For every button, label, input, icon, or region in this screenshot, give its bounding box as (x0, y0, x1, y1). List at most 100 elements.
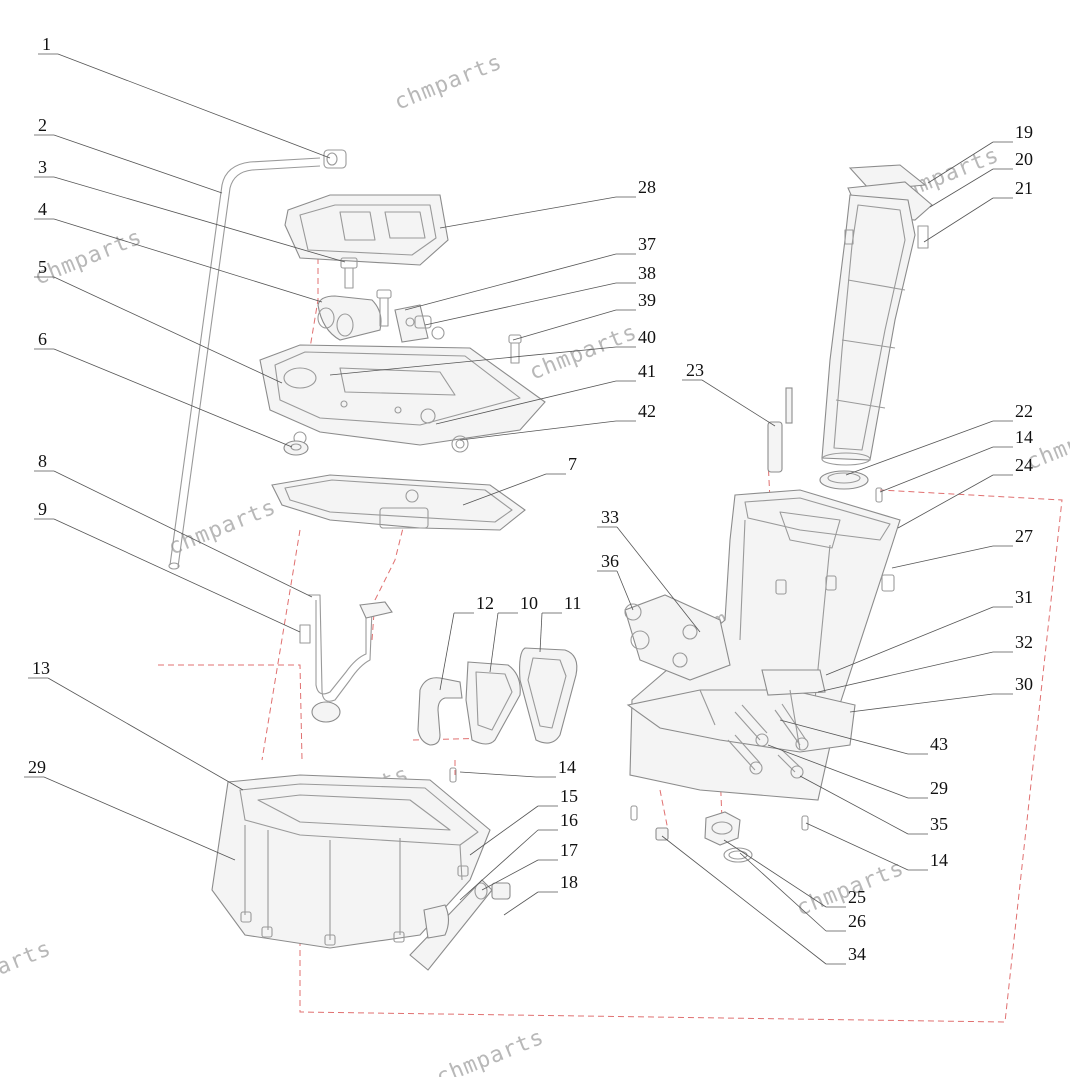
callout-number: 10 (520, 593, 538, 613)
callout-number: 31 (1015, 587, 1033, 607)
part-exhaust-tube (821, 194, 916, 466)
callout-leader-line (57, 53, 331, 159)
callout-leader-line (767, 744, 909, 799)
callout-leader-line (701, 379, 776, 427)
callout-leader-line (439, 612, 455, 691)
callout-leader-line (47, 677, 244, 791)
callout-leader-line (53, 518, 301, 633)
callout-4: 4 (34, 199, 323, 303)
part-gasket-28 (284, 194, 449, 266)
callout-number: 29 (930, 778, 948, 798)
callout-number: 14 (930, 850, 948, 870)
callout-17: 17 (481, 840, 578, 891)
callout-27: 27 (891, 526, 1033, 569)
callout-number: 43 (930, 734, 948, 754)
callout-leader-line (779, 719, 909, 755)
callout-number: 27 (1015, 526, 1033, 546)
callout-leader-line (439, 196, 617, 229)
part-drain-16-17-18 (409, 879, 511, 971)
callout-number: 38 (638, 263, 656, 283)
callout-32: 32 (817, 632, 1033, 693)
callout-number: 7 (568, 454, 577, 474)
callout-number: 8 (38, 451, 47, 471)
callout-number: 33 (601, 507, 619, 527)
callout-19: 19 (927, 122, 1033, 184)
callout-number: 18 (560, 872, 578, 892)
watermark-text: chmparts (165, 495, 280, 561)
callout-leader-line (469, 805, 539, 856)
callout-leader-line (539, 612, 543, 653)
callout-number: 19 (1015, 122, 1033, 142)
callout-number: 34 (848, 944, 866, 964)
callout-number: 41 (638, 361, 656, 381)
callout-number: 2 (38, 115, 47, 135)
watermark-text: chmparts (31, 225, 146, 291)
part-oil-pan-13 (211, 774, 491, 949)
callout-number: 28 (638, 177, 656, 197)
callout-leader-line (805, 822, 909, 871)
callout-38: 38 (424, 263, 656, 326)
callout-number: 35 (930, 814, 948, 834)
callout-leader-line (53, 276, 283, 384)
callout-29: 29 (767, 744, 948, 799)
callout-9: 9 (34, 499, 301, 633)
watermark-text: chmparts (433, 1025, 548, 1077)
callout-number: 3 (38, 157, 47, 177)
callout-leader-line (799, 775, 909, 835)
callout-number: 32 (1015, 632, 1033, 652)
callout-number: 12 (476, 593, 494, 613)
callout-7: 7 (462, 454, 577, 506)
part-shaft-23 (767, 387, 793, 473)
part-washer-6 (283, 440, 309, 456)
callout-18: 18 (503, 872, 578, 916)
part-bolts-29-35-43 (727, 703, 809, 779)
callout-leader-line (616, 570, 634, 611)
callout-number: 24 (1015, 455, 1033, 475)
callout-number: 17 (560, 840, 578, 860)
callout-leader-line (329, 346, 617, 376)
callout-31: 31 (825, 587, 1033, 676)
part-filter-10 (465, 661, 521, 745)
callout-14: 14 (459, 757, 576, 778)
callout-15: 15 (469, 786, 578, 856)
callout-number: 4 (38, 199, 47, 219)
callout-number: 1 (42, 34, 51, 54)
part-nut-25-26-34 (655, 811, 753, 863)
callout-number: 15 (560, 786, 578, 806)
part-pickup-pipe-8-9 (299, 594, 393, 723)
callout-leader-line (43, 776, 236, 861)
part-hose-2 (168, 157, 321, 570)
callout-10: 10 (489, 593, 538, 673)
callout-6: 6 (34, 329, 293, 448)
callout-leader-line (53, 470, 313, 598)
callout-number: 14 (1015, 427, 1033, 447)
callout-leader-line (404, 253, 617, 311)
callout-24: 24 (897, 455, 1033, 529)
callout-leader-line (481, 859, 539, 891)
callout-16: 16 (459, 810, 578, 901)
callout-25: 25 (723, 839, 866, 908)
watermark-text: arts (0, 936, 55, 981)
callout-number: 20 (1015, 149, 1033, 169)
callout-number: 6 (38, 329, 47, 349)
part-hose-12 (417, 677, 463, 746)
callout-number: 22 (1015, 401, 1033, 421)
callout-26: 26 (739, 852, 866, 932)
callout-14: 14 (879, 427, 1033, 493)
part-dowels-14 (449, 487, 883, 831)
callout-11: 11 (539, 593, 581, 653)
callout-12: 12 (439, 593, 494, 691)
callout-leader-line (929, 168, 994, 208)
callout-42: 42 (459, 401, 656, 441)
callout-37: 37 (404, 234, 656, 311)
callout-23: 23 (682, 360, 776, 427)
callout-21: 21 (923, 178, 1033, 243)
callout-leader-line (817, 651, 994, 693)
callout-41: 41 (435, 361, 656, 425)
callout-number: 36 (601, 551, 619, 571)
callout-leader-line (53, 134, 223, 194)
part-seal-22 (819, 470, 869, 490)
part-mounts-4-37-38 (317, 289, 522, 364)
callout-22: 22 (845, 401, 1033, 476)
